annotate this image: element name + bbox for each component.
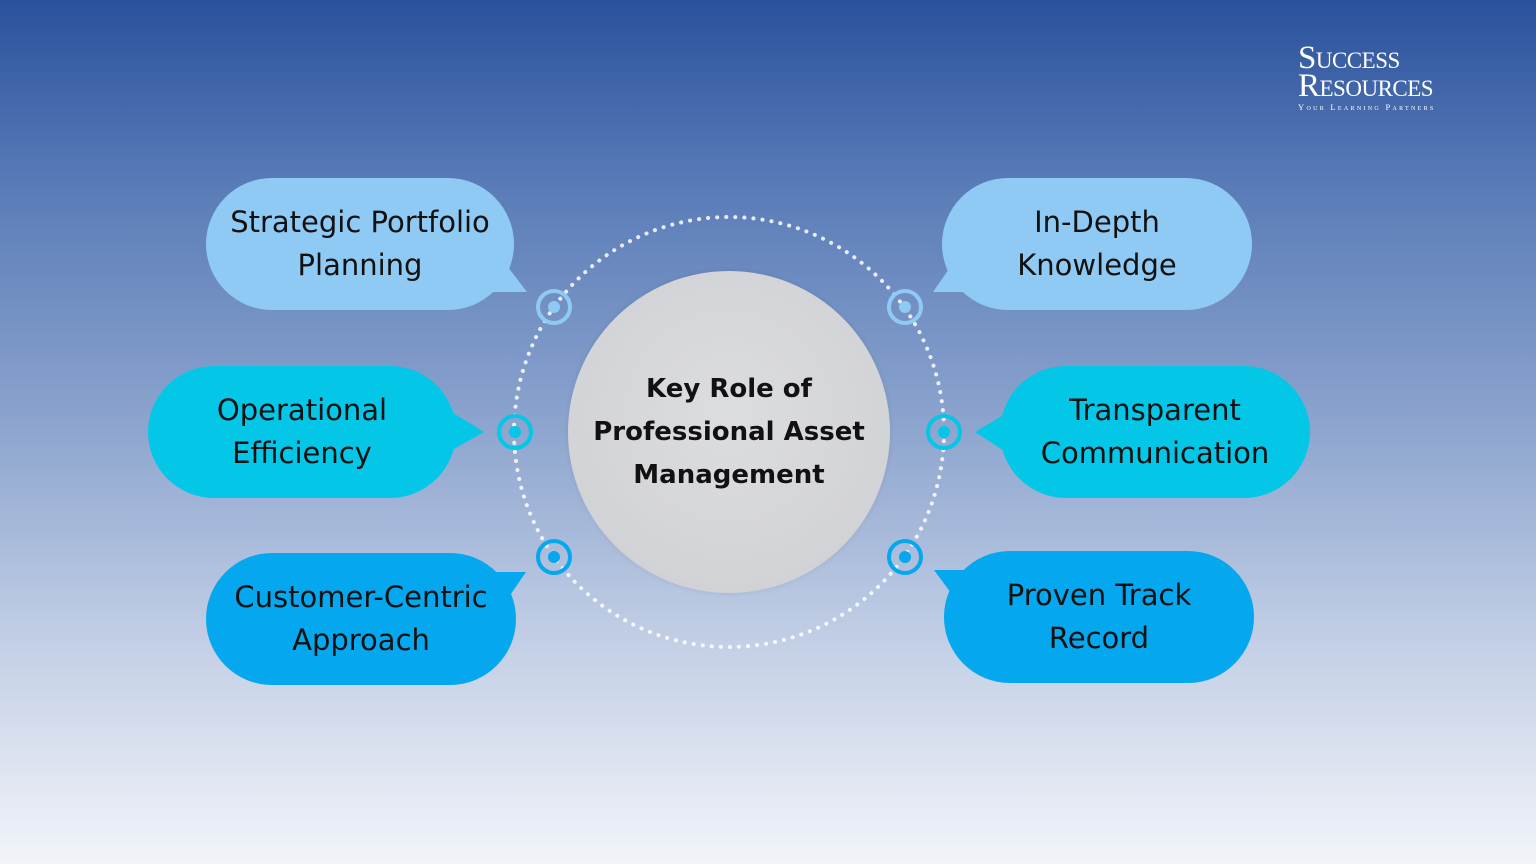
node-marker-3 [536,539,572,575]
role-bubble-strategic-portfolio-planning: Strategic Portfolio Planning [206,178,514,310]
role-label: Operational Efficiency [216,393,388,470]
role-bubble-in-depth-knowledge: In-Depth Knowledge [942,178,1252,310]
role-label: Transparent Communication [1040,393,1270,470]
brand-logo: Success Resources Your Learning Partners [1298,40,1498,113]
node-marker-4 [887,289,923,325]
role-bubble-operational-efficiency: Operational Efficiency [148,366,456,498]
role-label: Strategic Portfolio Planning [230,205,490,282]
brand-line-2: Resources [1298,68,1434,104]
node-marker-6 [887,539,923,575]
role-label: In-Depth Knowledge [1017,205,1177,282]
brand-tagline: Your Learning Partners [1298,102,1436,112]
role-label: Customer-Centric Approach [234,580,488,657]
center-title: Key Role of Professional Asset Managemen… [593,373,865,490]
role-bubble-proven-track-record: Proven Track Record [944,551,1254,683]
brand-line-1: Success [1298,40,1400,76]
center-circle: Key Role of Professional Asset Managemen… [568,271,890,593]
node-marker-5 [926,414,962,450]
role-bubble-transparent-communication: Transparent Communication [1000,366,1310,498]
role-label: Proven Track Record [1006,578,1192,655]
node-marker-1 [536,289,572,325]
node-marker-2 [497,414,533,450]
role-bubble-customer-centric-approach: Customer-Centric Approach [206,553,516,685]
